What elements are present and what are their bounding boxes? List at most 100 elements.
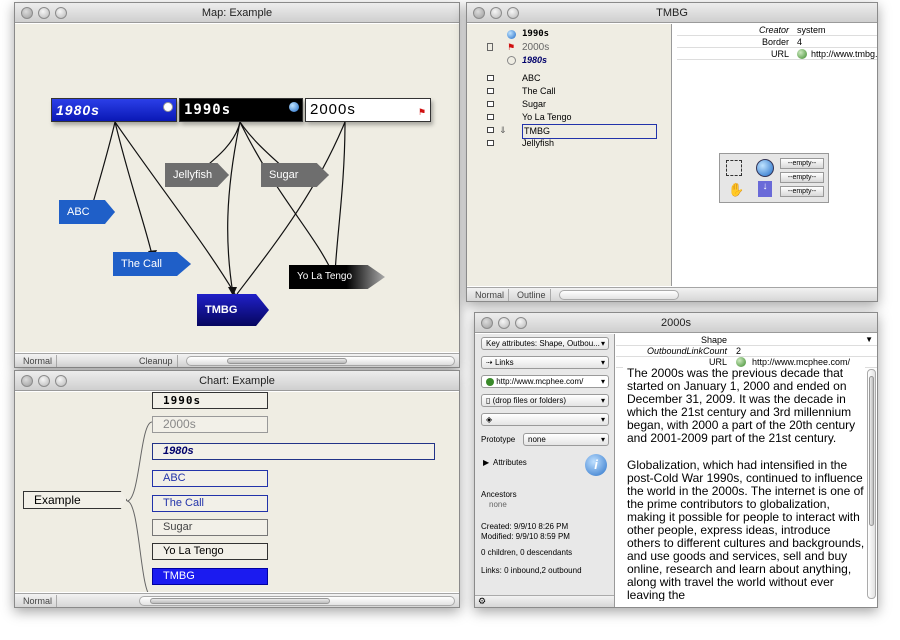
minimize-button[interactable]	[38, 7, 50, 19]
minimize-button[interactable]	[490, 7, 502, 19]
note-tmbg[interactable]: TMBG	[197, 294, 269, 326]
close-button[interactable]	[21, 375, 33, 387]
down-arrow-icon[interactable]: ↓	[758, 181, 772, 197]
prototype-popup[interactable]: none	[523, 433, 609, 446]
created-date: Created: 9/9/10 8:26 PM	[481, 522, 569, 531]
tmbg-window-title: TMBG	[656, 7, 688, 19]
globe-icon[interactable]	[756, 159, 774, 177]
info-icon[interactable]: i	[585, 454, 607, 476]
map-window-titlebar[interactable]: Map: Example	[15, 3, 459, 23]
outline-item-tmbg[interactable]: ⇓ TMBG	[487, 124, 657, 139]
cleanup-button[interactable]: Cleanup	[135, 354, 178, 367]
note-1980s-label: 1980s	[56, 102, 100, 118]
note-tmbg-label: TMBG	[205, 304, 238, 316]
outline-list[interactable]: 1990s ⚑ 2000s 1980s ABC The Call Sugar Y…	[467, 24, 672, 286]
map-canvas[interactable]: 1980s 1990s 2000s ⚑ Jellyfish Sugar ABC …	[15, 24, 459, 352]
tmbg-horizontal-scrollbar[interactable]	[558, 289, 679, 300]
gear-icon[interactable]: ⚙	[478, 596, 487, 606]
note-yo-la-tengo[interactable]: Yo La Tengo	[289, 265, 385, 289]
note-icon	[487, 75, 494, 81]
minimize-button[interactable]	[498, 317, 510, 329]
note-the-call-label: The Call	[121, 258, 162, 270]
links-count: Links: 0 inbound,2 outbound	[481, 566, 582, 575]
zoom-button[interactable]	[507, 7, 519, 19]
attr-row-shape[interactable]: Shape ▼	[616, 334, 877, 346]
hand-tool-icon[interactable]: ✋	[728, 182, 745, 197]
inspector-window-titlebar[interactable]: 2000s	[475, 313, 877, 333]
close-button[interactable]	[473, 7, 485, 19]
zoom-button[interactable]	[55, 7, 67, 19]
chevron-down-icon[interactable]: ▼	[865, 335, 873, 344]
chart-root-label: Example	[34, 493, 81, 507]
close-button[interactable]	[21, 7, 33, 19]
text-paragraph-2: Globalization, which had intensified in …	[627, 458, 865, 602]
note-jellyfish[interactable]: Jellyfish	[165, 163, 229, 187]
globe-icon	[289, 102, 299, 112]
note-jellyfish-label: Jellyfish	[173, 169, 213, 181]
inspector-bottom-bar: ⚙	[475, 595, 614, 607]
attributes-disclosure-icon[interactable]: ▶	[483, 458, 490, 467]
chart-root-example[interactable]: Example	[23, 491, 127, 509]
text-vertical-scrollbar[interactable]	[867, 369, 876, 599]
note-1990s[interactable]: 1990s	[179, 98, 303, 122]
tmbg-mode[interactable]: Normal	[471, 288, 510, 301]
attr-row-creator[interactable]: Creator system	[677, 24, 877, 36]
link-icon: ⇢	[486, 358, 495, 367]
map-mode[interactable]: Normal	[19, 354, 58, 367]
note-abc[interactable]: ABC	[59, 200, 115, 224]
chart-window-titlebar[interactable]: Chart: Example	[15, 371, 459, 391]
note-text-editor[interactable]: The 2000s was the previous decade that s…	[623, 367, 865, 601]
chart-window: Chart: Example Example 1990s 2000s 1980s…	[14, 370, 460, 608]
chart-item-the-call[interactable]: The Call	[152, 495, 268, 512]
key-attributes-popup[interactable]: Key attributes: Shape, Outbou...	[481, 337, 609, 350]
minimize-button[interactable]	[38, 375, 50, 387]
chart-item-abc[interactable]: ABC	[152, 470, 268, 487]
action-icon: ◈	[486, 415, 493, 424]
zoom-button[interactable]	[515, 317, 527, 329]
note-icon	[487, 88, 494, 94]
note-icon	[487, 43, 493, 51]
attr-row-border[interactable]: Border 4	[677, 36, 877, 48]
empty-slot-2[interactable]: --empty--	[780, 172, 824, 183]
empty-slot-1[interactable]: --empty--	[780, 158, 824, 169]
note-2000s[interactable]: 2000s ⚑	[305, 98, 431, 122]
links-popup[interactable]: ⇢ Links	[481, 356, 609, 369]
chart-canvas[interactable]: Example 1990s 2000s 1980s ABC The Call S…	[15, 392, 459, 592]
arrow-icon: ⇓	[499, 125, 507, 135]
note-sugar[interactable]: Sugar	[261, 163, 329, 187]
chart-item-1980s[interactable]: 1980s	[152, 443, 435, 460]
select-tool-icon[interactable]	[726, 160, 742, 176]
inspector-window-title: 2000s	[661, 317, 691, 329]
attributes-label[interactable]: Attributes	[493, 458, 527, 467]
chart-mode[interactable]: Normal	[19, 594, 58, 607]
note-icon	[487, 114, 494, 120]
empty-slot-3[interactable]: --empty--	[780, 186, 824, 197]
ancestors-value: none	[489, 500, 507, 509]
chart-item-1990s[interactable]: 1990s	[152, 392, 268, 409]
inspector-attribute-table: Shape ▼ OutboundLinkCount 2 URL http://w…	[616, 334, 877, 368]
chart-connectors	[126, 421, 153, 592]
file-drop-popup[interactable]: ▯ (drop files or folders)	[481, 394, 609, 407]
chart-item-2000s[interactable]: 2000s	[152, 416, 268, 433]
chart-item-yo-la-tengo[interactable]: Yo La Tengo	[152, 543, 268, 560]
tmbg-window-titlebar[interactable]: TMBG	[467, 3, 877, 23]
action-popup[interactable]: ◈	[481, 413, 609, 426]
chart-item-sugar[interactable]: Sugar	[152, 519, 268, 536]
tmbg-statusbar: Normal Outline	[467, 287, 877, 301]
attr-row-outbound-link-count[interactable]: OutboundLinkCount 2	[616, 345, 877, 357]
text-paragraph-1: The 2000s was the previous decade that s…	[627, 367, 856, 445]
zoom-button[interactable]	[55, 375, 67, 387]
note-the-call[interactable]: The Call	[113, 252, 191, 276]
globe-icon	[797, 49, 807, 59]
tmbg-view[interactable]: Outline	[513, 288, 551, 301]
globe-icon	[486, 377, 494, 386]
map-horizontal-scrollbar[interactable]	[185, 355, 455, 366]
url-field[interactable]: http://www.mcphee.com/	[481, 375, 609, 388]
close-button[interactable]	[481, 317, 493, 329]
attribute-table: Creator system Border 4 URL http://www.t…	[677, 24, 877, 64]
note-1980s[interactable]: 1980s	[51, 98, 177, 122]
chart-item-tmbg[interactable]: TMBG	[152, 568, 268, 585]
attr-row-url[interactable]: URL http://www.tmbg.	[677, 48, 877, 60]
badge-icon	[163, 102, 173, 112]
chart-horizontal-scrollbar[interactable]	[139, 595, 455, 606]
